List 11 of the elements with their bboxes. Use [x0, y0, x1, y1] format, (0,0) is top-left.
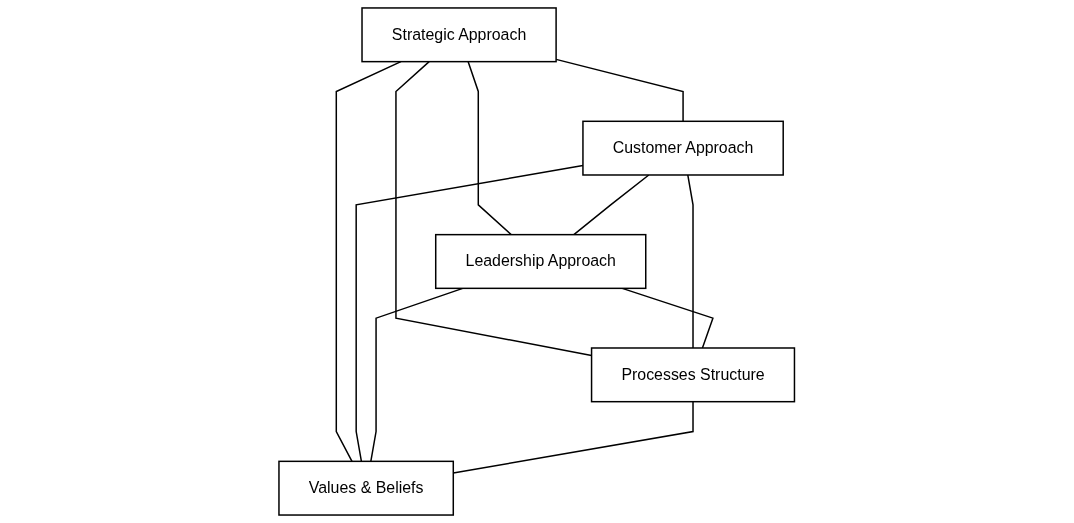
connector [687, 174, 695, 349]
connector [467, 60, 513, 236]
connector [335, 60, 402, 463]
node-box: Values & Beliefs [278, 460, 455, 516]
connector [355, 164, 584, 463]
connector [555, 58, 685, 123]
node-box: Customer Approach [582, 120, 785, 176]
connector [573, 174, 650, 236]
node-box: Processes Structure [591, 347, 796, 403]
node-box: Strategic Approach [361, 7, 558, 63]
node-box: Leadership Approach [435, 233, 647, 290]
